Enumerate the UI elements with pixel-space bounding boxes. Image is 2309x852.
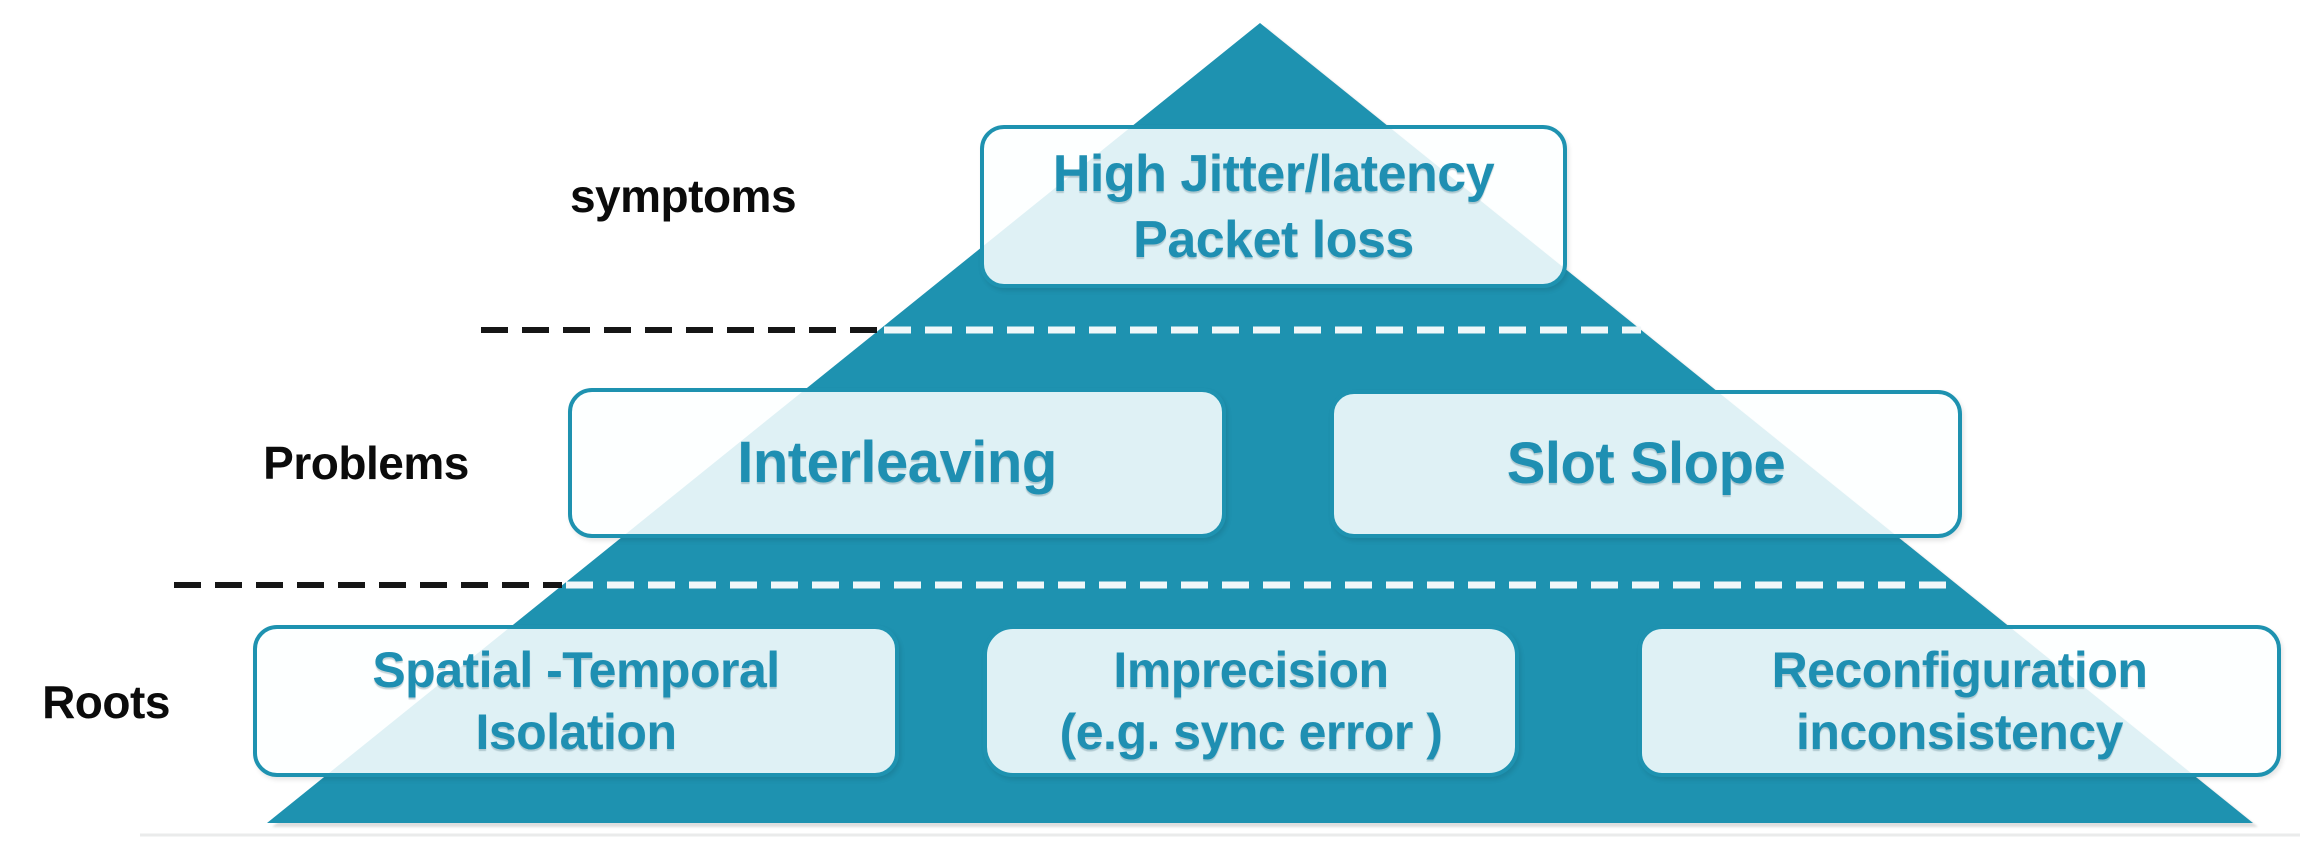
box-high-jitter-packet-loss: High Jitter/latency Packet loss bbox=[980, 125, 1567, 288]
tier-label-symptoms: symptoms bbox=[569, 170, 797, 222]
tier-label-problems: Problems bbox=[263, 437, 469, 489]
box-text-line: High Jitter/latency bbox=[1052, 144, 1495, 203]
triangle-shape bbox=[267, 23, 2253, 823]
tier-label-roots: Roots bbox=[42, 676, 170, 728]
box-text-line: inconsistency bbox=[1796, 704, 2123, 760]
box-text-line: Reconfiguration bbox=[1771, 642, 2148, 698]
box-text-line: Interleaving bbox=[737, 430, 1057, 495]
box-text-line: Imprecision bbox=[1113, 642, 1389, 698]
box-text-line: Slot Slope bbox=[1506, 431, 1786, 496]
box-reconfiguration-inconsistency: Reconfiguration inconsistency bbox=[1638, 625, 2281, 777]
box-text-line: Packet loss bbox=[1133, 210, 1414, 269]
box-text-line: Isolation bbox=[475, 704, 677, 760]
box-imprecision: Imprecision (e.g. sync error ) bbox=[983, 625, 1519, 777]
box-interleaving: Interleaving bbox=[568, 388, 1226, 538]
box-slot-slope: Slot Slope bbox=[1330, 390, 1962, 538]
box-spatial-temporal-isolation: Spatial -Temporal Isolation bbox=[253, 625, 899, 777]
box-text-line: Spatial -Temporal bbox=[372, 642, 780, 698]
box-text-line: (e.g. sync error ) bbox=[1059, 704, 1443, 760]
